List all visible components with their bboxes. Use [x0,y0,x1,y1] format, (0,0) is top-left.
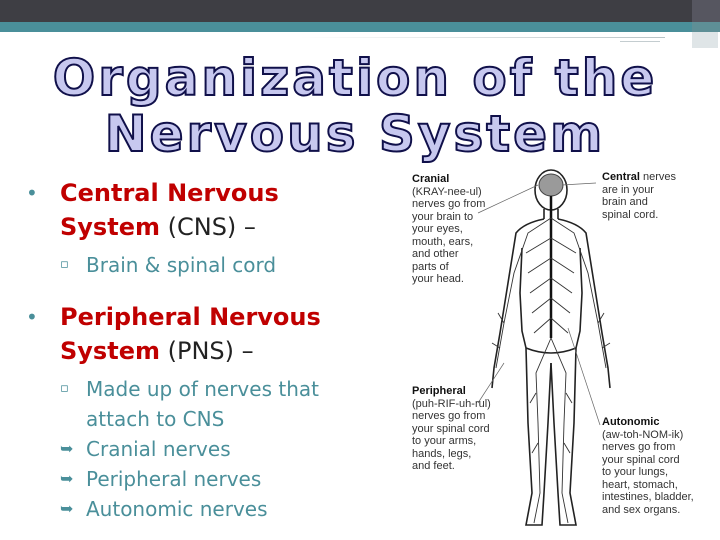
bullet-pns-sub: ▫ Made up of nerves that attach to CNS [26,374,366,434]
slide-top-bar [0,0,720,22]
bullet-pns-item: ➥ Peripheral nerves [26,464,366,494]
decorative-square [692,32,718,48]
pns-item-text: Peripheral nerves [86,467,262,491]
caption-line: your spinal cord [602,453,680,466]
caption-line: your spinal cord [412,422,490,435]
square-bullet-icon: ▫ [60,257,69,272]
pns-item-text: Autonomic nerves [86,497,268,521]
caption-line: your brain to [412,210,474,223]
decorative-lines [0,32,720,48]
caption-line: nerves [639,171,676,183]
caption-line: and sex organs. [602,503,681,516]
cranial-caption: Cranial (KRAY-nee-ul) nerves go from you… [412,173,485,286]
bullet-dot-icon: • [26,181,38,205]
caption-line: (KRAY-nee-ul) [412,185,482,198]
central-caption: Central nerves are in your brain and spi… [602,171,676,221]
arrow-bullet-icon: ➥ [60,439,74,458]
decorative-line [620,41,660,42]
caption-line: to your arms, [412,435,477,447]
top-bar-corner [692,0,720,22]
caption-line: to your lungs, [602,466,669,478]
caption-line: nerves go from [602,441,676,453]
bullet-dot-icon: • [26,305,38,329]
cns-sub-text: Brain & spinal cord [86,253,277,277]
pns-heading: Peripheral Nervous [60,303,321,331]
caption-line: intestines, bladder, [602,491,694,503]
human-body-illustration [477,169,611,526]
cns-abbrev: (CNS) – [159,213,256,241]
pns-item-text: Cranial nerves [86,437,231,461]
cns-heading-line2: System [60,213,160,241]
arrow-bullet-icon: ➥ [60,499,74,518]
square-bullet-icon: ▫ [60,381,69,396]
caption-line: and other [412,248,459,260]
pns-heading-line2: System [60,337,160,365]
caption-line: spinal cord. [602,208,659,221]
peripheral-term: Peripheral [412,385,466,397]
caption-line: nerves go from [412,198,486,210]
title-line-2: Nervous System [104,105,606,163]
caption-line: (puh-RIF-uh-rul) [412,397,491,410]
cns-heading: Central Nervous [60,179,279,207]
caption-line: heart, stomach, [602,478,678,491]
pns-sub-line-2: attach to CNS [86,407,225,431]
bullet-pns: • Peripheral Nervous System (PNS) – [26,300,366,368]
cranial-term: Cranial [412,173,450,185]
bullet-cns: • Central Nervous System (CNS) – [26,176,366,244]
caption-line: hands, legs, [412,447,472,460]
bullet-pns-item: ➥ Cranial nerves [26,434,366,464]
caption-line: parts of [412,260,449,273]
title-line-1: Organization of the [52,49,658,107]
bullet-cns-sub: ▫ Brain & spinal cord [26,250,366,280]
bullet-list: • Central Nervous System (CNS) – ▫ Brain… [26,176,366,524]
pns-sub-line-1: Made up of nerves that [86,377,319,401]
central-term: Central [602,171,640,183]
nervous-system-figure: Cranial (KRAY-nee-ul) nerves go from you… [408,163,708,536]
caption-line: mouth, ears, [412,235,474,248]
arrow-bullet-icon: ➥ [60,469,74,488]
caption-line: brain and [602,196,648,208]
bullet-pns-item: ➥ Autonomic nerves [26,494,366,524]
accent-band-corner [692,22,720,32]
autonomic-term: Autonomic [602,416,660,428]
autonomic-caption: Autonomic (aw-toh-NOM-ik) nerves go from… [602,416,694,516]
caption-line: and feet. [412,460,455,472]
slide-title: Organization of the Nervous System [0,49,710,163]
caption-line: (aw-toh-NOM-ik) [602,428,684,441]
slide-accent-band [0,22,720,32]
caption-line: your head. [412,273,464,285]
caption-line: your eyes, [412,223,463,235]
pns-abbrev: (PNS) – [159,337,254,365]
caption-line: are in your [602,183,654,196]
peripheral-caption: Peripheral (puh-RIF-uh-rul) nerves go fr… [412,385,491,473]
caption-line: nerves go from [412,410,486,422]
decorative-line [300,37,665,38]
